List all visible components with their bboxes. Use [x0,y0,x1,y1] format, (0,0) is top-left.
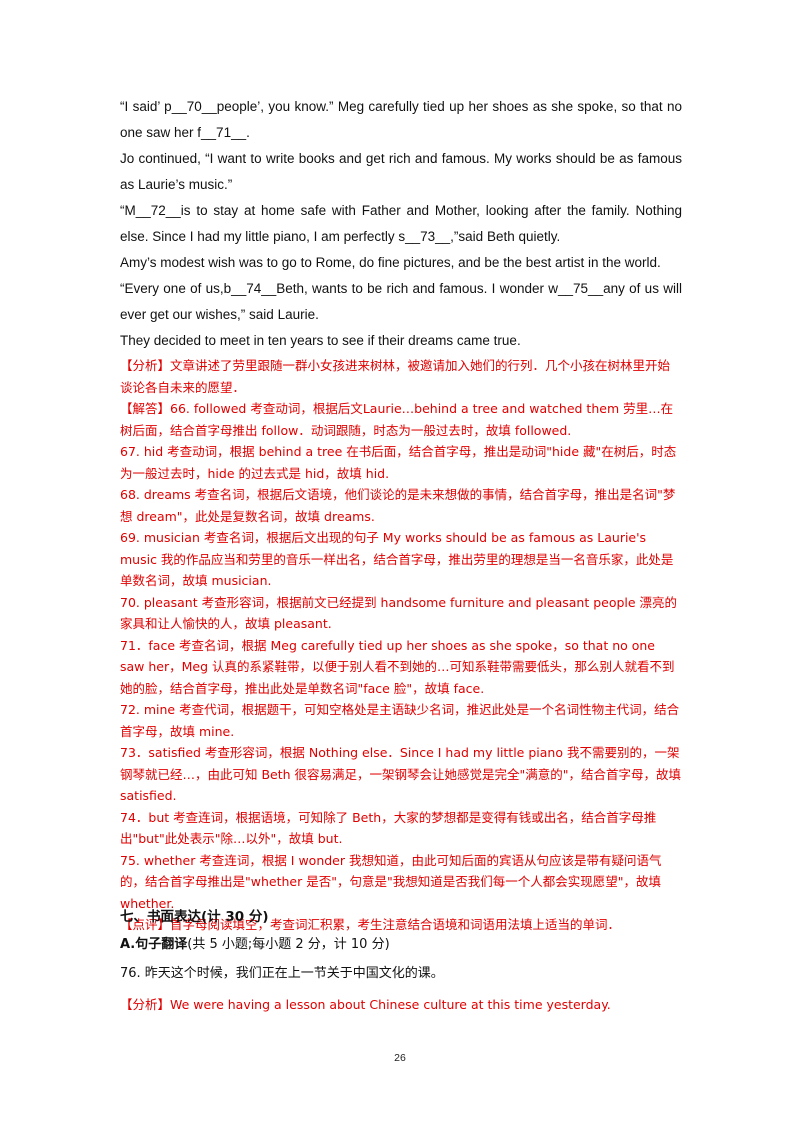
story-paragraph: Jo continued, “I want to write books and… [120,151,682,192]
analysis-76: 【分析】We were having a lesson about Chines… [120,997,611,1012]
answer-item: 72. mine 考查代词，根据题干，可知空格处是主语缺少名词，推迟此处是一个名… [120,702,680,739]
answer-item: 75. whether 考查连词，根据 I wonder 我想知道，由此可知后面… [120,852,662,911]
subsection-info: (共 5 小题;每小题 2 分，计 10 分) [187,937,390,952]
answer-item: 71．face 考查名词，根据 Meg carefully tied up he… [120,637,675,696]
answer-item: 68. dreams 考查名词，根据后文语境，他们谈论的是未来想做的事情，结合首… [120,487,676,524]
story-passage: “I said’ p__70__people’, you know.” Meg … [120,94,682,354]
answer-item: 67. hid 考查动词，根据 behind a tree 在书后面，结合首字母… [120,444,677,481]
comment-paragraph: 【点评】首字母阅读填空，考查词汇积累，考生注意结合语境和词语用法填上适当的单词． [120,917,621,932]
answer-item: 【解答】66. followed 考查动词，根据后文Laurie…behind … [120,401,674,438]
page-number: 26 [394,1052,406,1064]
story-paragraph: “M__72__is to stay at home safe with Fat… [120,203,682,244]
question-76: 76. 昨天这个时候，我们正在上一节关于中国文化的课。 [120,966,444,981]
answer-item: 70. pleasant 考查形容词，根据前文已经提到 handsome fur… [120,594,678,632]
story-paragraph: “I said’ p__70__people’, you know.” Meg … [120,99,682,140]
subsection-title: A.句子翻译(共 5 小题;每小题 2 分，计 10 分) [120,933,682,952]
story-paragraph: Amy’s modest wish was to go to Rome, do … [120,255,661,270]
analysis-paragraph: 【分析】文章讲述了劳里跟随一群小女孩进来树林，被邀请加入她们的行列．几个小孩在树… [120,358,671,395]
answer-analysis: 【分析】文章讲述了劳里跟随一群小女孩进来树林，被邀请加入她们的行列．几个小孩在树… [120,355,682,936]
answer-item: 73．satisfied 考查形容词，根据 Nothing else．Since… [120,745,682,803]
answer-item: 69. musician 考查名词，根据后文出现的句子 My works sho… [120,530,674,588]
section-title: 七、书面表达(计 30 分) [120,909,269,925]
story-paragraph: “Every one of us,b__74__Beth, wants to b… [120,281,682,322]
answer-item: 74．but 考查连词，根据语境，可知除了 Beth，大家的梦想都是变得有钱或出… [120,809,657,847]
story-paragraph: They decided to meet in ten years to see… [120,333,521,348]
subsection-label: A.句子翻译 [120,937,188,952]
